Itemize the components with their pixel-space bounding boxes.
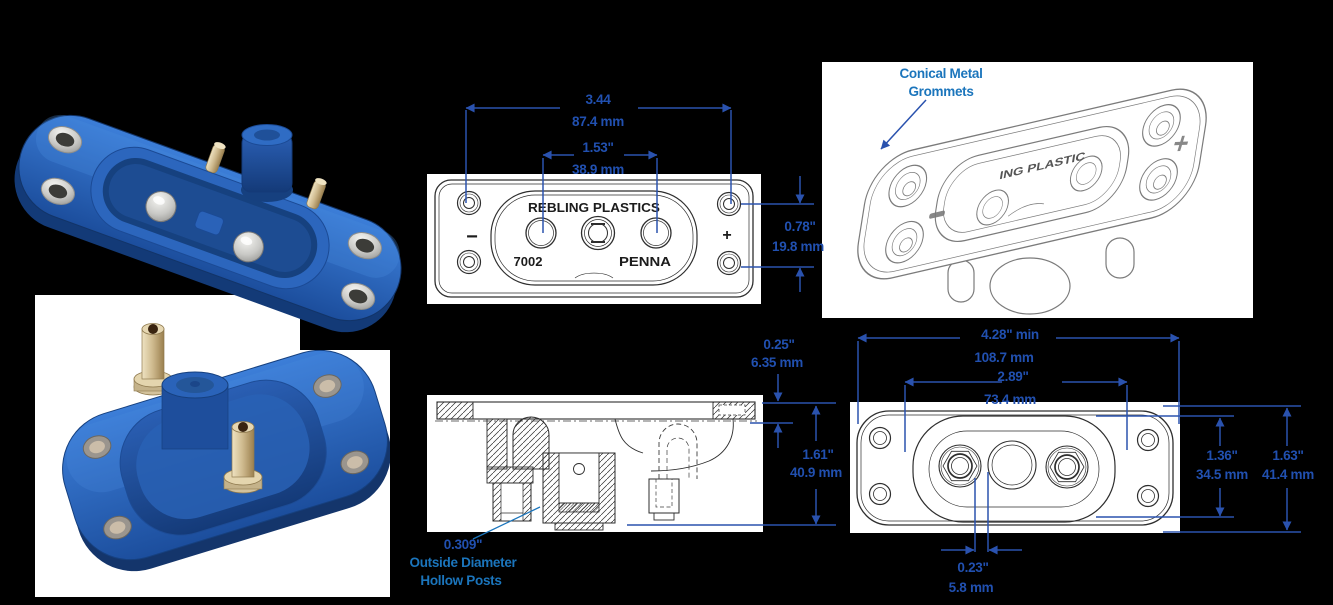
rear-center-hole	[987, 440, 1037, 490]
connector-rear-body	[62, 349, 390, 572]
molded-brand-text: REBLING PLASTICS	[528, 201, 660, 215]
front-photo-vent-cap	[241, 124, 293, 202]
dim-flange-thickness-inches: 0.25"	[763, 337, 795, 352]
front-photo-grommet	[48, 126, 83, 154]
dim-flange-thickness-mm: 6.35 mm	[751, 355, 803, 370]
front-view-drawing: REBLING PLASTICS 7002 PENNA − +	[427, 174, 761, 304]
dim-overall-height-mm: 41.4 mm	[1262, 467, 1314, 482]
front-photo-contact	[145, 191, 177, 223]
dim-socket-inches: 0.23"	[957, 560, 989, 575]
iso-contact	[976, 189, 1009, 226]
dim-socket-mm: 5.8 mm	[948, 580, 994, 595]
iso-contact	[1069, 155, 1103, 192]
isometric-drawing: ING PLASTIC	[822, 62, 1253, 318]
iso-grommet	[888, 164, 928, 208]
mounting-hole	[1136, 484, 1160, 508]
socket-contact	[525, 217, 557, 249]
post-callout-line3: Hollow Posts	[420, 573, 502, 588]
dim-overall-width-inches: 4.28" min	[981, 327, 1039, 342]
mounting-hole	[456, 190, 482, 216]
iso-post	[1105, 237, 1135, 279]
dim-width-inches: 3.44	[585, 92, 611, 107]
iso-minus-mark	[929, 210, 945, 219]
dim-overall-height-inches: 1.63"	[1272, 448, 1304, 463]
dim-section-height-mm: 40.9 mm	[790, 465, 842, 480]
dim-overall-width-mm: 108.7 mm	[974, 350, 1034, 365]
dim-inner-width-inches: 2.89"	[997, 369, 1029, 384]
mounting-hole	[716, 250, 742, 276]
dim-inner-height-inches: 1.36"	[1206, 448, 1238, 463]
photo-front-angled-view	[5, 60, 420, 350]
iso-grommet	[1139, 158, 1178, 201]
front-photo-grommet	[341, 282, 376, 310]
section-right-post	[648, 478, 680, 521]
mounting-hole	[868, 482, 892, 506]
iso-plus-mark	[1174, 135, 1189, 152]
molded-model-text: 7002	[514, 254, 543, 269]
rear-socket-contact	[1045, 445, 1089, 489]
rear-photo-hole	[82, 435, 112, 459]
center-contact	[580, 215, 616, 251]
cross-section-drawing	[427, 395, 763, 532]
grommet-label-line1: Conical Metal	[899, 66, 983, 81]
minus-polarity-mark: −	[466, 226, 478, 248]
section-right-contact	[658, 423, 698, 479]
iso-grommet	[1142, 104, 1181, 147]
front-photo-pin	[205, 142, 226, 174]
front-photo-grommet	[40, 177, 75, 205]
rear-photo-hole	[340, 450, 370, 475]
dim-height-inches: 0.78"	[784, 219, 816, 234]
socket-contact	[640, 217, 672, 249]
rear-photo-center-boss	[161, 371, 229, 450]
mounting-hole	[456, 249, 482, 275]
section-dome	[512, 416, 550, 470]
mounting-hole	[1136, 428, 1160, 452]
plus-polarity-mark: +	[722, 227, 731, 244]
dim-pitch-mm: 38.9 mm	[572, 162, 624, 177]
photo-rear-angled-view	[62, 323, 390, 572]
dim-inner-height-mm: 34.5 mm	[1196, 467, 1248, 482]
front-photo-contact	[232, 231, 264, 263]
molded-origin-text: PENNA	[619, 254, 672, 269]
dim-pitch-inches: 1.53"	[582, 140, 614, 155]
dim-inner-width-mm: 73.4 mm	[984, 392, 1036, 407]
rear-socket-contact	[938, 444, 982, 488]
rear-photo-hollow-post	[223, 421, 263, 494]
iso-center-post	[989, 257, 1071, 315]
grommet-label-line2: Grommets	[908, 84, 974, 99]
post-callout-line2: Outside Diameter	[409, 555, 517, 570]
rear-photo-hole	[313, 374, 342, 398]
mounting-hole	[868, 426, 892, 450]
dim-width-mm: 87.4 mm	[572, 114, 624, 129]
rear-view-drawing	[850, 402, 1180, 533]
front-photo-pin	[306, 178, 327, 210]
dim-section-height-inches: 1.61"	[802, 447, 834, 462]
dim-height-mm: 19.8 mm	[772, 239, 824, 254]
section-center-socket	[542, 452, 616, 531]
mounting-hole	[716, 191, 742, 217]
iso-grommet	[885, 220, 924, 264]
front-photo-grommet	[347, 232, 382, 260]
post-callout-value: 0.309"	[443, 537, 483, 552]
rear-photo-hole	[103, 515, 132, 540]
connector-front-body	[14, 114, 402, 333]
